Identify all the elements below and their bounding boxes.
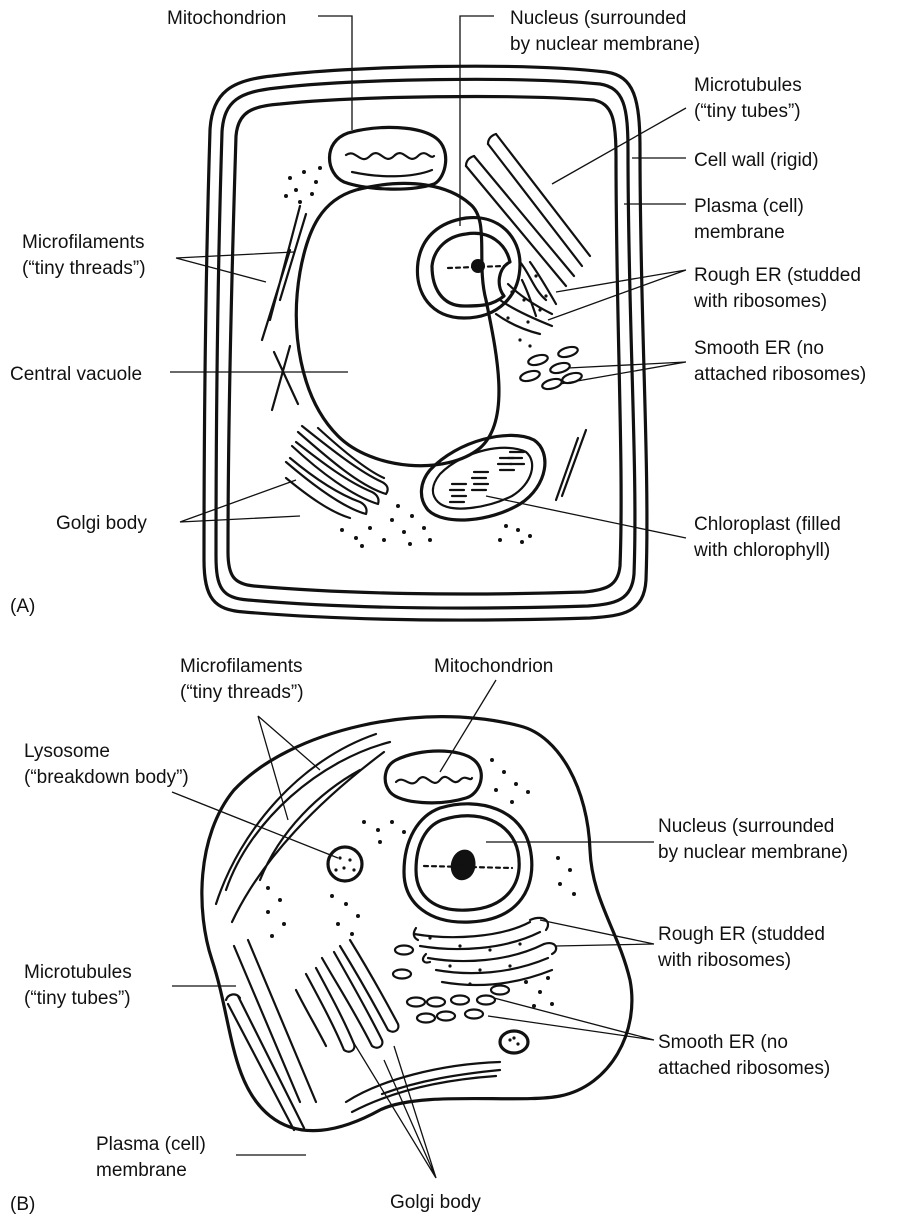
membrane-fibers bbox=[346, 1062, 500, 1112]
label-b-mitochondrion: Mitochondrion bbox=[434, 656, 553, 677]
rough-er bbox=[414, 918, 556, 986]
cell-wall bbox=[204, 66, 647, 620]
label-a-mitochondrion: Mitochondrion bbox=[167, 8, 286, 29]
microfilaments bbox=[216, 734, 390, 922]
label-a-cell-wall: Cell wall (rigid) bbox=[694, 150, 819, 171]
chloroplast bbox=[421, 435, 544, 520]
golgi-body bbox=[296, 940, 398, 1052]
label-a-microtubules: Microtubules(“tiny tubes”) bbox=[694, 75, 802, 122]
label-b-microfilaments: Microfilaments(“tiny threads”) bbox=[180, 656, 304, 703]
animal-cell-diagram: Microfilaments(“tiny threads”) Mitochond… bbox=[10, 656, 848, 1215]
mitochondrion bbox=[330, 127, 446, 189]
microtubules bbox=[226, 940, 316, 1130]
label-b-microtubules: Microtubules(“tiny tubes”) bbox=[24, 962, 132, 1009]
label-a-microfilaments: Microfilaments(“tiny threads”) bbox=[22, 232, 146, 279]
panel-b-tag: (B) bbox=[10, 1194, 35, 1215]
lysosome bbox=[328, 847, 362, 881]
plasma-membrane bbox=[202, 717, 632, 1131]
nucleus bbox=[404, 804, 532, 922]
label-b-plasma-membrane: Plasma (cell)membrane bbox=[96, 1134, 206, 1181]
plasma-membrane bbox=[228, 97, 621, 594]
mitochondrion bbox=[385, 751, 481, 803]
label-b-lysosome: Lysosome(“breakdown body”) bbox=[24, 741, 189, 788]
label-a-plasma-membrane: Plasma (cell)membrane bbox=[694, 196, 804, 243]
microfilaments bbox=[262, 206, 306, 410]
label-b-golgi: Golgi body bbox=[390, 1192, 481, 1213]
golgi-body bbox=[286, 426, 388, 518]
label-a-central-vacuole: Central vacuole bbox=[10, 364, 142, 385]
central-vacuole bbox=[296, 183, 499, 465]
panel-a-tag: (A) bbox=[10, 596, 35, 617]
vesicle bbox=[500, 1031, 528, 1053]
label-a-golgi: Golgi body bbox=[56, 513, 147, 534]
